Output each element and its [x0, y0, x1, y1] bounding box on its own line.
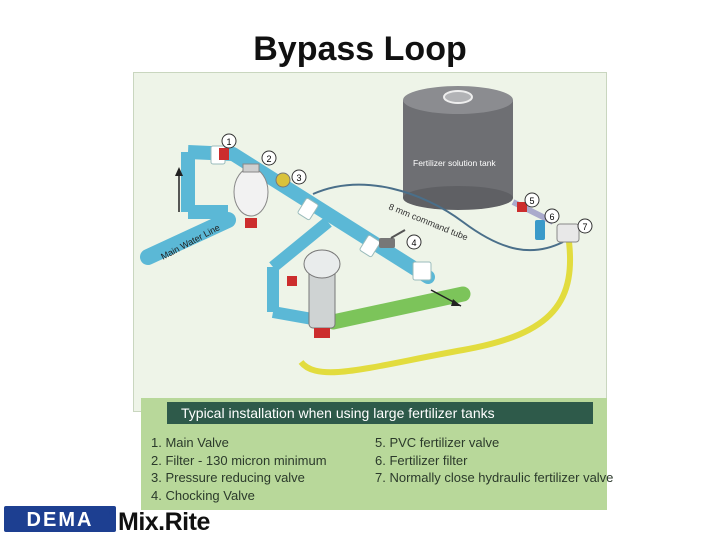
tank-label: Fertilizer solution tank — [413, 158, 496, 168]
filter-body — [233, 167, 269, 217]
legend-item-chocking-valve: 4. Chocking Valve — [151, 487, 255, 503]
marker-2: 2 — [261, 150, 277, 166]
riser-arrow-head — [175, 167, 183, 176]
svg-text:6: 6 — [549, 212, 554, 222]
coupling — [359, 234, 381, 258]
filter-cap — [242, 163, 260, 173]
svg-text:7: 7 — [582, 222, 587, 232]
legend-item-filter: 2. Filter - 130 micron minimum — [151, 452, 327, 468]
hydraulic-fertilizer-valve — [556, 223, 580, 243]
main-valve — [219, 148, 229, 160]
outlet-arrow-head — [451, 299, 461, 306]
yellow-tube — [298, 233, 574, 376]
marker-5: 5 — [524, 192, 540, 208]
installation-figure: Fertilizer solution tank 8 mm command tu… — [133, 72, 613, 512]
svg-text:1: 1 — [226, 137, 231, 147]
marker-4: 4 — [406, 234, 422, 250]
legend-left-column: 1. Main Valve 2. Filter - 130 micron min… — [151, 434, 327, 504]
legend-item-main-valve: 1. Main Valve — [151, 435, 229, 450]
legend-item-pressure-reducing-valve: 3. Pressure reducing valve — [151, 470, 305, 485]
marker-7: 7 — [577, 218, 593, 234]
legend-panel: Typical installation when using large fe… — [141, 398, 613, 510]
legend-right-column: 5. PVC fertilizer valve 6. Fertilizer fi… — [375, 434, 613, 487]
filter-drain — [245, 218, 257, 228]
svg-text:3: 3 — [296, 173, 301, 183]
svg-text:5: 5 — [529, 196, 534, 206]
coupling — [297, 197, 319, 221]
dosing-pump-valve — [314, 328, 330, 338]
legend-item-pvc-fertilizer-valve: 5. PVC fertilizer valve — [375, 435, 500, 450]
dema-logo: DEMA ® — [4, 506, 116, 532]
marker-6: 6 — [544, 208, 560, 224]
svg-text:4: 4 — [411, 238, 416, 248]
chocking-valve-handle — [390, 229, 406, 239]
pressure-reducing-valve — [275, 172, 291, 188]
marker-1: 1 — [221, 133, 237, 149]
legend-item-fertilizer-filter: 6. Fertilizer filter — [375, 452, 468, 468]
tank-body — [403, 100, 513, 198]
branch-pipe — [269, 217, 332, 272]
tank-lid — [443, 90, 473, 104]
main-water-line — [140, 212, 236, 265]
fertilizer-filter — [535, 220, 545, 240]
slide-title: Bypass Loop — [253, 30, 467, 68]
marker-3: 3 — [291, 169, 307, 185]
tank-base — [403, 186, 513, 210]
svg-text:®: ® — [109, 509, 115, 517]
installation-diagram: Fertilizer solution tank 8 mm command tu… — [140, 86, 593, 376]
dosing-pump-head — [303, 249, 341, 279]
legend-banner: Typical installation when using large fe… — [167, 402, 593, 424]
pvc-fertilizer-valve — [517, 202, 527, 212]
pump-inlet-valve — [287, 276, 297, 286]
svg-text:DEMA: DEMA — [27, 509, 94, 531]
svg-text:2: 2 — [266, 154, 271, 164]
green-outlet-pipe — [325, 286, 471, 330]
chocking-valve — [379, 238, 395, 248]
bypass-main-run — [226, 147, 435, 284]
command-tube — [312, 183, 564, 252]
coupling — [412, 261, 432, 281]
legend-item-hydraulic-valve: 7. Normally close hydraulic fertilizer v… — [375, 470, 614, 485]
mixrite-logo: Mix.Rite — [118, 508, 210, 536]
